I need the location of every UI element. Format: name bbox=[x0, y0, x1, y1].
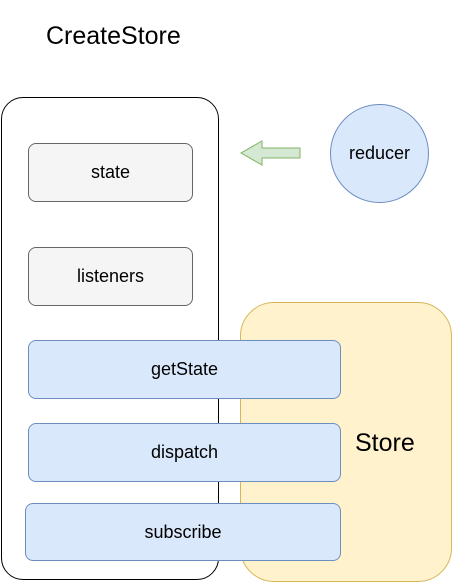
arrow-shape bbox=[239, 140, 301, 166]
getstate-label: getState bbox=[150, 359, 219, 379]
dispatch-node: dispatch bbox=[28, 423, 341, 482]
subscribe-label: subscribe bbox=[144, 521, 222, 542]
dispatch-label: dispatch bbox=[150, 442, 219, 462]
subscribe-node: subscribe bbox=[25, 503, 341, 561]
store-label: Store bbox=[355, 429, 415, 457]
reducer-label: reducer bbox=[348, 143, 411, 163]
left-arrow-icon bbox=[239, 140, 301, 166]
listeners-label: listeners bbox=[76, 266, 145, 286]
reducer-node: reducer bbox=[330, 104, 429, 203]
getstate-node: getState bbox=[28, 340, 341, 399]
diagram-title: CreateStore bbox=[46, 22, 181, 50]
state-node: state bbox=[28, 143, 193, 202]
state-label: state bbox=[90, 162, 131, 182]
listeners-node: listeners bbox=[28, 247, 193, 306]
